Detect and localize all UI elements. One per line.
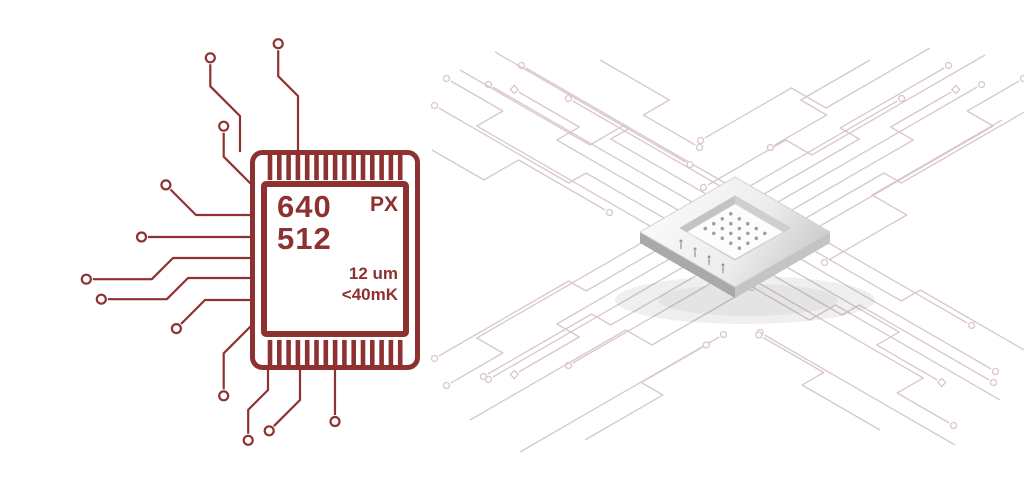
left-circuit-traces xyxy=(80,38,341,446)
chip-value-2: 512 xyxy=(277,221,332,256)
right-circuit-traces xyxy=(430,47,1024,453)
chip-spec-netd: <40mK xyxy=(341,285,398,304)
chip-unit-label: PX xyxy=(369,193,398,216)
chip-spec-pitch: 12 um xyxy=(348,264,398,283)
chip-value-1: 640 xyxy=(277,189,332,224)
isometric-chip-icon xyxy=(615,176,875,324)
chip-package-icon xyxy=(250,150,420,370)
